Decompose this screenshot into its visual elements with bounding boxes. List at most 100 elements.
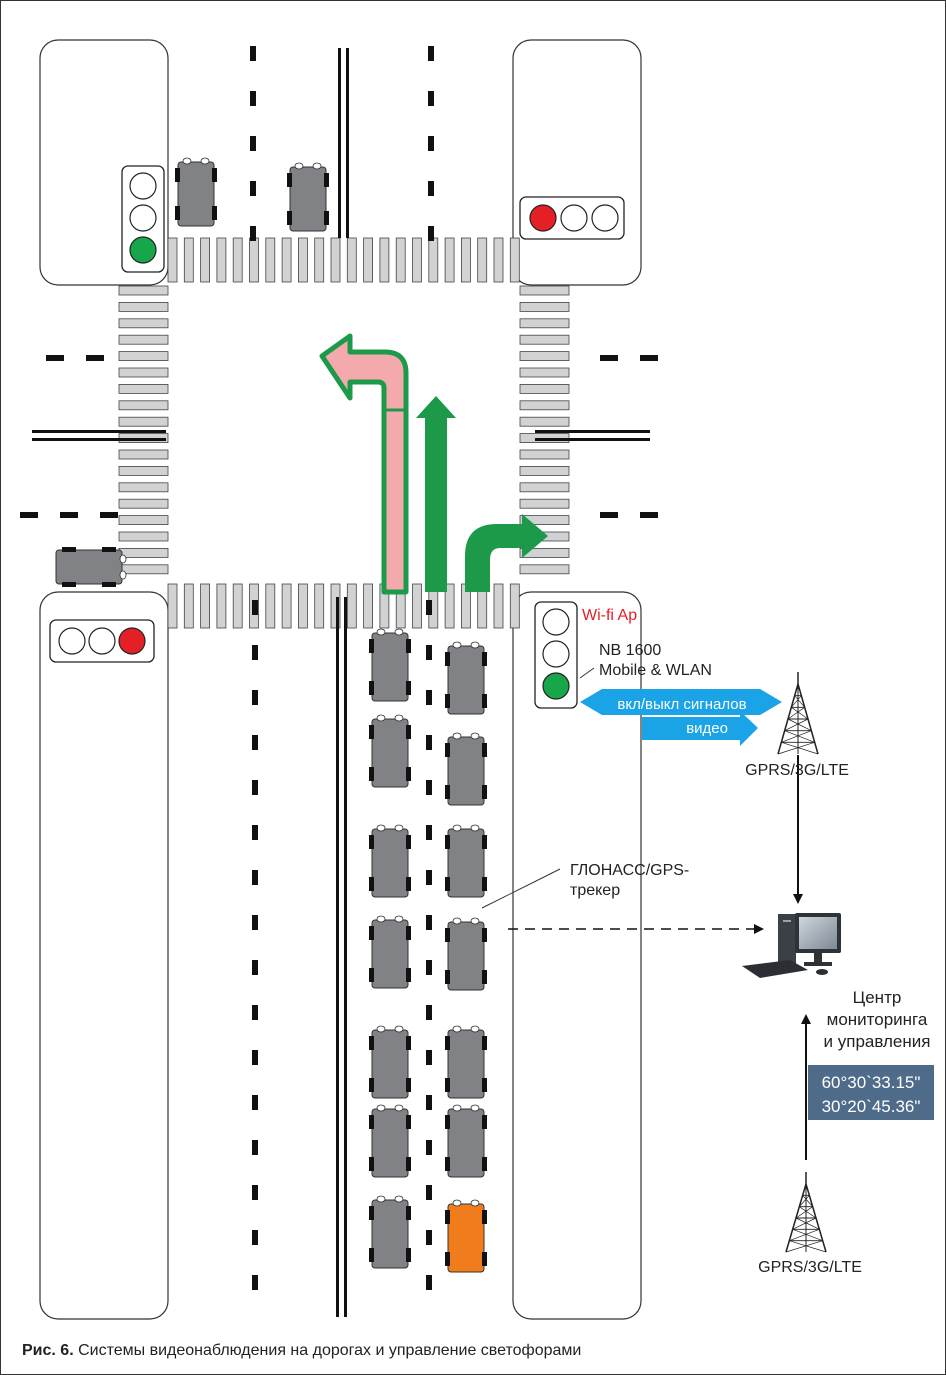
crosswalk-stripe — [119, 417, 168, 426]
car-icon — [56, 547, 126, 587]
car-icon — [369, 825, 411, 897]
crosswalk-stripe — [364, 238, 373, 282]
crosswalk-stripe — [119, 384, 168, 393]
crosswalk-stripe — [233, 584, 242, 628]
lane-dash — [100, 512, 118, 518]
lane-dash — [428, 46, 434, 61]
lane-dash — [428, 181, 434, 196]
computer-icon — [742, 913, 841, 978]
lane-dash — [640, 512, 658, 518]
radio-tower-icon — [786, 1172, 826, 1252]
block-top-right — [513, 40, 641, 285]
car-icon — [369, 629, 411, 701]
lane-dash — [600, 512, 618, 518]
lane-dash — [600, 355, 618, 361]
straight-arrow-icon — [416, 396, 456, 592]
car-icon — [445, 1105, 487, 1177]
car-icon — [369, 1105, 411, 1177]
traffic-light-icon — [50, 620, 154, 662]
crosswalk-stripe — [520, 286, 569, 295]
lane-dash — [252, 1230, 258, 1245]
turn-arrow-icon — [322, 336, 406, 592]
crosswalk-stripe — [217, 238, 226, 282]
tower-bottom-label: GPRS/3G/LTE — [758, 1259, 862, 1276]
crosswalk-stripe — [520, 319, 569, 328]
crosswalk-stripe — [119, 352, 168, 361]
lane-dash — [252, 1275, 258, 1290]
crosswalk-stripe — [298, 584, 307, 628]
crosswalk-stripe — [380, 238, 389, 282]
car-icon — [445, 733, 487, 805]
crosswalk-left — [119, 286, 168, 574]
lane-dash — [252, 1095, 258, 1110]
crosswalk-stripe — [119, 499, 168, 508]
crosswalk-stripe — [184, 584, 193, 628]
crosswalk-stripe — [520, 565, 569, 574]
crosswalk-stripe — [168, 238, 177, 282]
lane-dash — [426, 735, 432, 750]
lane-dash — [250, 91, 256, 106]
lane-dash — [426, 870, 432, 885]
lane-dash — [426, 780, 432, 795]
crosswalk-stripe — [510, 584, 519, 628]
lane-dash — [252, 645, 258, 660]
crosswalk-stripe — [520, 352, 569, 361]
car-icon — [445, 642, 487, 714]
radio-tower-icon — [778, 672, 818, 754]
car-icon — [175, 158, 217, 226]
crosswalk-stripe — [282, 238, 291, 282]
lane-dash — [86, 355, 104, 361]
crosswalk-stripe — [520, 466, 569, 475]
crosswalk-stripe — [119, 302, 168, 311]
traffic-light-icon — [122, 166, 164, 272]
caption-prefix: Рис. 6. — [22, 1342, 74, 1359]
lane-dash — [428, 226, 434, 241]
traffic-light-icon — [535, 602, 577, 708]
lane-dash — [252, 1005, 258, 1020]
lane-dash — [426, 1275, 432, 1290]
lane-dash — [252, 600, 258, 615]
lane-dash — [426, 825, 432, 840]
lane-dash — [20, 512, 38, 518]
crosswalk-stripe — [520, 483, 569, 492]
video-arrow-label: видео — [686, 720, 728, 737]
crosswalk-stripe — [478, 238, 487, 282]
lane-dash — [252, 690, 258, 705]
crosswalk-stripe — [250, 238, 259, 282]
crosswalk-stripe — [119, 401, 168, 410]
lane-dash — [252, 825, 258, 840]
crosswalk-stripe — [520, 368, 569, 377]
router-description-label: Mobile & WLAN — [599, 662, 712, 679]
lane-dash — [250, 226, 256, 241]
traffic-light-icon — [520, 197, 624, 239]
crosswalk-stripe — [429, 238, 438, 282]
crosswalk-stripe — [347, 238, 356, 282]
crosswalk-stripe — [413, 584, 422, 628]
crosswalk-stripe — [184, 238, 193, 282]
lane-dash — [640, 355, 658, 361]
car-icon — [369, 916, 411, 988]
crosswalk-stripe — [494, 238, 503, 282]
crosswalk-top — [168, 238, 519, 282]
center-label-line1: Центр — [853, 988, 902, 1007]
lane-dash — [426, 645, 432, 660]
crosswalk-stripe — [119, 286, 168, 295]
lane-dash — [426, 1230, 432, 1245]
crosswalk-stripe — [119, 319, 168, 328]
crosswalk-stripe — [510, 238, 519, 282]
crosswalk-stripe — [168, 584, 177, 628]
crosswalk-stripe — [119, 368, 168, 377]
lane-dash — [426, 1005, 432, 1020]
signal-arrow-label: вкл/выкл сигналов — [617, 696, 746, 713]
lane-dash — [250, 181, 256, 196]
crosswalk-stripe — [217, 584, 226, 628]
tracker-label-line2: трекер — [570, 882, 620, 899]
crosswalk-stripe — [396, 238, 405, 282]
signal-control-arrow: вкл/выкл сигналов — [580, 689, 782, 715]
crosswalk-stripe — [119, 450, 168, 459]
lane-dash — [252, 1050, 258, 1065]
video-stream-arrow: видео — [642, 711, 758, 746]
crosswalk-stripe — [520, 417, 569, 426]
